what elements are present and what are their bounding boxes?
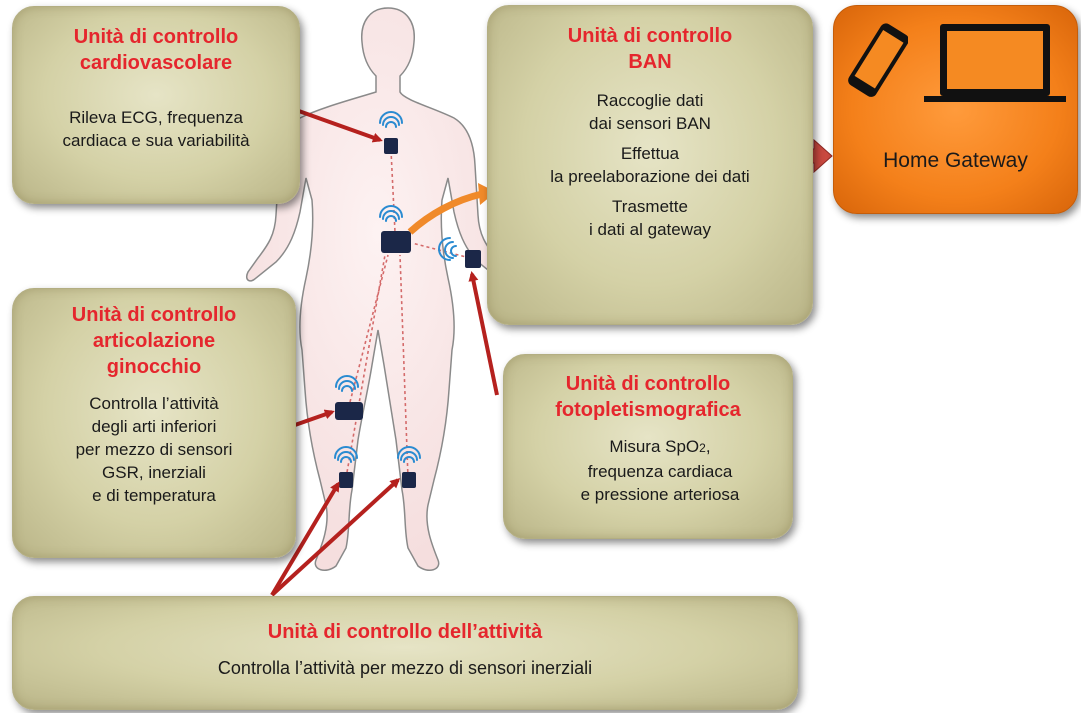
ban-unit-description: Raccoglie dati dai sensori BAN Effettua …	[488, 89, 812, 241]
home-gateway-label: Home Gateway	[834, 149, 1077, 173]
cardio-desc-line-2: cardiaca e sua variabilità	[13, 129, 299, 152]
cardio-unit-description: Rileva ECG, frequenza cardiaca e sua var…	[13, 106, 299, 152]
photo-title-line-1: Unità di controllo	[504, 371, 792, 397]
ban-desc-line-2: dai sensori BAN	[488, 112, 812, 135]
photo-desc-line-3: e pressione arteriosa	[528, 483, 792, 506]
knee-desc-line-2: degli arti inferiori	[13, 415, 295, 438]
activity-unit-box: Unità di controllo dell’attività Control…	[12, 596, 798, 710]
ban-desc-line-3: Effettua	[488, 142, 812, 165]
knee-title-line-3: ginocchio	[13, 354, 295, 380]
spo2-subscript: 2	[699, 441, 706, 455]
photo-unit-title: Unità di controllo fotopletismografica	[504, 371, 792, 423]
spo2-label: Misura SpO	[609, 437, 699, 456]
ban-desc-line-1: Raccoglie dati	[488, 89, 812, 112]
knee-desc-line-1: Controlla l’attività	[13, 392, 295, 415]
cardio-unit-box: Unità di controllo cardiovascolare Rilev…	[12, 6, 300, 204]
knee-desc-line-5: e di temperatura	[13, 484, 295, 507]
photo-desc-line-2: frequenza cardiaca	[528, 460, 792, 483]
ban-title-line-2: BAN	[488, 49, 812, 75]
cardio-desc-line-1: Rileva ECG, frequenza	[13, 106, 299, 129]
photo-unit-description: Misura SpO2, frequenza cardiaca e pressi…	[504, 435, 792, 506]
smartphone-icon	[848, 16, 908, 106]
knee-title-line-1: Unità di controllo	[13, 302, 295, 328]
sensor-ankle-right	[402, 472, 416, 488]
activity-unit-title: Unità di controllo dell’attività	[13, 619, 797, 645]
sensor-knee	[335, 402, 363, 420]
cardio-title-line-1: Unità di controllo	[13, 24, 299, 50]
laptop-icon	[920, 20, 1070, 110]
sensor-chest	[384, 138, 398, 154]
ban-unit-box: Unità di controllo BAN Raccoglie dati da…	[487, 5, 813, 325]
knee-title-line-2: articolazione	[13, 328, 295, 354]
ban-title-line-1: Unità di controllo	[488, 23, 812, 49]
photo-desc-line-1: Misura SpO2,	[528, 435, 792, 460]
photo-unit-box: Unità di controllo fotopletismografica M…	[503, 354, 793, 539]
knee-unit-title: Unità di controllo articolazione ginocch…	[13, 302, 295, 380]
knee-desc-line-4: GSR, inerziali	[13, 461, 295, 484]
photo-title-line-2: fotopletismografica	[504, 397, 792, 423]
ban-unit-title: Unità di controllo BAN	[488, 23, 812, 75]
sensor-wrist	[465, 250, 481, 268]
sensor-ban-unit	[381, 231, 411, 253]
knee-unit-box: Unità di controllo articolazione ginocch…	[12, 288, 296, 558]
knee-unit-description: Controlla l’attività degli arti inferior…	[13, 392, 295, 507]
knee-desc-line-3: per mezzo di sensori	[13, 438, 295, 461]
sensor-ankle-left	[339, 472, 353, 488]
ban-desc-line-4: la preelaborazione dei dati	[488, 165, 812, 188]
home-gateway-box: Home Gateway	[833, 5, 1078, 214]
ban-desc-line-5: Trasmette	[488, 195, 812, 218]
ban-desc-line-6: i dati al gateway	[488, 218, 812, 241]
cardio-unit-title: Unità di controllo cardiovascolare	[13, 24, 299, 76]
activity-unit-description: Controlla l’attività per mezzo di sensor…	[13, 657, 797, 680]
cardio-title-line-2: cardiovascolare	[13, 50, 299, 76]
spo2-comma: ,	[706, 437, 711, 456]
